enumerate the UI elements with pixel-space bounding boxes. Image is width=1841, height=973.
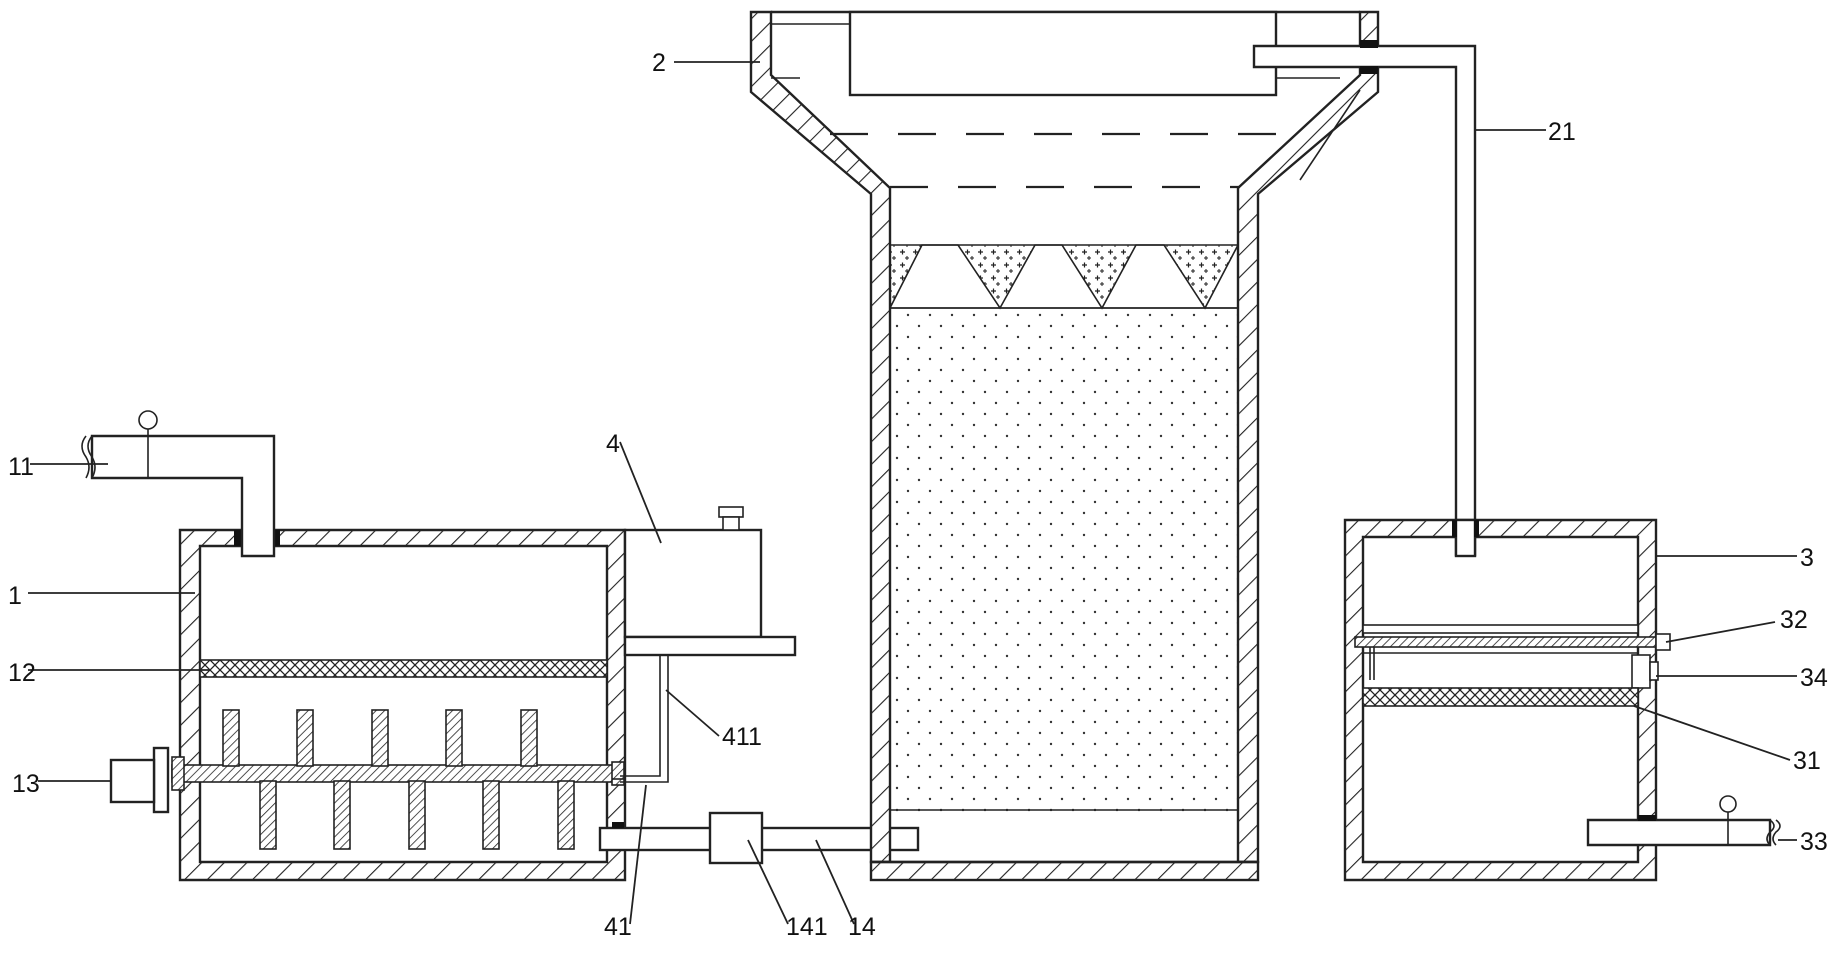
label-13: 13: [12, 770, 40, 798]
paddle: [558, 781, 574, 849]
label-33: 33: [1800, 828, 1828, 856]
tower-2: [751, 12, 1475, 880]
motor-flange: [154, 748, 168, 812]
label-141: 141: [786, 913, 828, 941]
label-4: 4: [606, 430, 620, 458]
gauge-icon: [139, 411, 157, 429]
filter-layer-31: [1363, 688, 1638, 706]
label-31: 31: [1793, 747, 1821, 775]
filter-layer-12: [200, 660, 607, 677]
paddle: [260, 781, 276, 849]
paddle: [446, 710, 462, 766]
label-411: 411: [722, 723, 762, 751]
motor-34: [1632, 655, 1650, 688]
outlet-pipe-33: [1588, 820, 1770, 845]
gauge-icon: [1720, 796, 1736, 812]
stirring-shaft: [172, 765, 625, 782]
label-1: 1: [8, 582, 22, 610]
label-21: 21: [1548, 118, 1576, 146]
label-34: 34: [1800, 664, 1828, 692]
dosing-box-body: [625, 530, 761, 637]
paddle: [409, 781, 425, 849]
label-14: 14: [848, 913, 876, 941]
sand-media: [890, 308, 1238, 815]
screw-rod-32: [1355, 637, 1656, 647]
label-11: 11: [8, 453, 34, 481]
tower-bottom: [871, 862, 1258, 880]
motor-13: [111, 760, 154, 802]
label-32: 32: [1780, 606, 1808, 634]
pump-141: [710, 813, 762, 863]
label-2: 2: [652, 49, 666, 77]
paddle: [521, 710, 537, 766]
label-3: 3: [1800, 544, 1814, 572]
dosing-cap: [719, 507, 743, 517]
paddle: [334, 781, 350, 849]
label-41: 41: [604, 913, 632, 941]
label-12: 12: [8, 659, 36, 687]
paddle: [223, 710, 239, 766]
paddle: [483, 781, 499, 849]
tank-3: [1345, 520, 1780, 880]
dosing-box-4: [612, 507, 795, 782]
paddle: [297, 710, 313, 766]
paddle: [372, 710, 388, 766]
outlet-pipe-21: [1254, 46, 1475, 555]
tower-wall-left: [751, 12, 890, 862]
water-collector: [850, 12, 1276, 95]
dosing-plate: [625, 637, 795, 655]
dosing-tube-411: [620, 655, 668, 782]
shaft-bearing-left: [172, 757, 184, 790]
support-plate: [1363, 625, 1638, 633]
tank-1: [82, 411, 625, 880]
